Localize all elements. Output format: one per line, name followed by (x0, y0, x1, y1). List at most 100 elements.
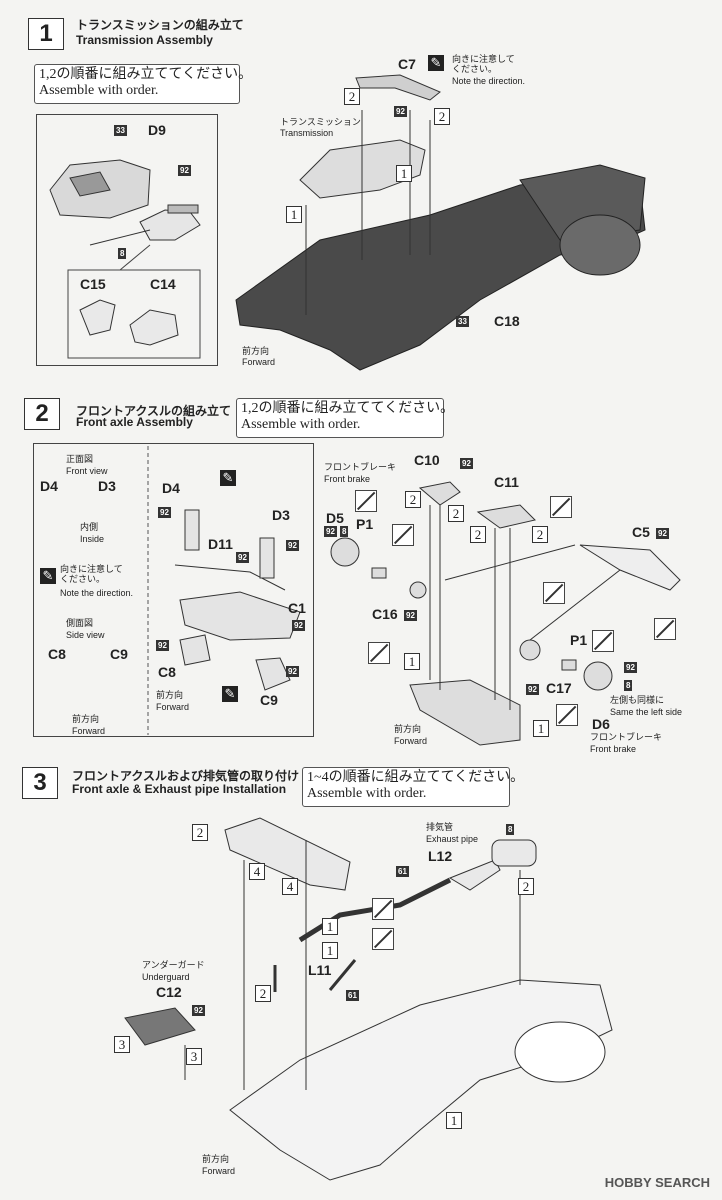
exhaust-pipe-label-jp: 排気管 (426, 822, 454, 832)
step-1-number: 1 (28, 18, 64, 50)
order-number: 1 (404, 653, 420, 670)
part-label-p1: P1 (570, 632, 588, 648)
part-label-c18: C18 (494, 313, 520, 329)
order-number: 2 (532, 526, 548, 543)
prohibited-icon (592, 630, 614, 652)
order-number: 2 (470, 526, 486, 543)
paint-code-92: 92 (178, 165, 191, 176)
inside-label-jp: 内側 (80, 522, 99, 532)
paint-code-8: 8 (340, 526, 349, 537)
order-number: 2 (344, 88, 360, 105)
transmission-label-en: Transmission (280, 128, 334, 138)
paint-code-61: 61 (396, 866, 409, 877)
chassis-c18-step3 (229, 979, 613, 1181)
paint-code-92: 92 (656, 528, 669, 539)
paint-code-92: 92 (394, 106, 407, 117)
paint-code-8: 8 (118, 248, 127, 259)
front-view-label-en: Front view (66, 466, 108, 476)
step-2-title-en: Front axle Assembly (76, 415, 193, 429)
step-3-order-note: 1~4の順番に組み立ててください。 Assemble with order. (302, 767, 524, 807)
part-label-l12: L12 (428, 848, 453, 864)
part-label-d11: D11 (208, 536, 233, 552)
step-1-subassembly-panel (36, 114, 218, 366)
part-label-d3: D3 (272, 507, 290, 523)
forward-label-jp: 前方向 (242, 346, 270, 356)
part-label-p1: P1 (356, 516, 374, 532)
direction-note-jp: 向きに注意して ください。 (452, 54, 515, 74)
caution-icon: ✎ (220, 470, 236, 486)
direction-note-jp: 向きに注意して ください。 (60, 564, 123, 584)
paint-code-33: 33 (114, 125, 127, 136)
paint-code-92: 92 (286, 540, 299, 551)
d9-housing (49, 159, 151, 219)
front-brake-label-jp: フロントブレーキ (590, 732, 663, 742)
step-2-title-jp: フロントアクスルの組み立て (76, 404, 232, 418)
same-left-side-en: Same the left side (610, 707, 683, 717)
front-brake-label-jp: フロントブレーキ (324, 462, 397, 472)
prohibited-icon (355, 490, 377, 512)
step-1-order-note: 1,2の順番に組み立ててください。 Assemble with order. (34, 64, 252, 104)
paint-code-92: 92 (460, 458, 473, 469)
step-1-title-jp: トランスミッションの組み立て (76, 18, 244, 32)
d14-part (139, 204, 201, 241)
caution-icon: ✎ (40, 568, 56, 584)
side-view-label-en: Side view (66, 630, 105, 640)
step-3-title-en: Front axle & Exhaust pipe Installation (72, 782, 287, 796)
prohibited-icon (368, 642, 390, 664)
order-number: 2 (448, 505, 464, 522)
paint-code-92: 92 (526, 684, 539, 695)
paint-code-8: 8 (624, 680, 633, 691)
front-view-label-jp: 正面図 (66, 454, 94, 464)
paint-code-61: 61 (346, 990, 359, 1001)
part-label-c16: C16 (372, 606, 398, 622)
forward-label-en: Forward (242, 357, 276, 367)
front-brake-label-en: Front brake (324, 474, 371, 484)
order-number: 4 (249, 863, 265, 880)
paint-code-92: 92 (236, 552, 249, 563)
part-label-c8: C8 (158, 664, 176, 680)
order-number: 3 (114, 1036, 130, 1053)
part-label-c15: C15 (80, 276, 106, 292)
step-3-title-jp: フロントアクスルおよび排気管の取り付け (72, 769, 300, 783)
part-label-d4: D4 (40, 478, 58, 494)
part-label-c9: C9 (110, 646, 128, 662)
direction-note-en: Note the direction. (60, 588, 134, 598)
part-label-c12: C12 (156, 984, 182, 1000)
order-number: 1 (533, 720, 549, 737)
transmission-label-jp: トランスミッション (280, 117, 361, 127)
caution-icon: ✎ (428, 55, 444, 71)
paint-code-92: 92 (292, 620, 305, 631)
order-number: 1 (322, 918, 338, 935)
part-label-d6: D6 (592, 716, 610, 732)
forward-label-en: Forward (156, 702, 190, 712)
underguard-label-en: Underguard (142, 972, 190, 982)
prohibited-icon (543, 582, 565, 604)
paint-code-92: 92 (624, 662, 637, 673)
part-label-c11: C11 (494, 474, 519, 490)
caution-icon: ✎ (222, 686, 238, 702)
watermark: HOBBY SEARCH (604, 1175, 710, 1190)
paint-code-92: 92 (324, 526, 337, 537)
step-2-number: 2 (24, 398, 60, 430)
paint-code-92: 92 (404, 610, 417, 621)
prohibited-icon (372, 928, 394, 950)
paint-code-92: 92 (192, 1005, 205, 1016)
forward-label-jp: 前方向 (394, 724, 422, 734)
forward-label-en: Forward (394, 736, 428, 746)
prohibited-icon (372, 898, 394, 920)
c7-part (355, 74, 441, 101)
prohibited-icon (550, 496, 572, 518)
step-1-title-en: Transmission Assembly (76, 33, 213, 47)
paint-code-33: 33 (456, 316, 469, 327)
forward-label-jp: 前方向 (202, 1154, 230, 1164)
chassis-c18 (235, 164, 646, 371)
part-label-d4: D4 (162, 480, 180, 496)
direction-note-en: Note the direction. (452, 76, 526, 86)
paint-code-8: 8 (506, 824, 515, 835)
step-2-order-note: 1,2の順番に組み立ててください。 Assemble with order. (236, 398, 454, 438)
forward-label-jp: 前方向 (156, 690, 184, 700)
part-label-d9: D9 (148, 122, 166, 138)
underguard-label-jp: アンダーガード (142, 960, 205, 970)
prohibited-icon (654, 618, 676, 640)
